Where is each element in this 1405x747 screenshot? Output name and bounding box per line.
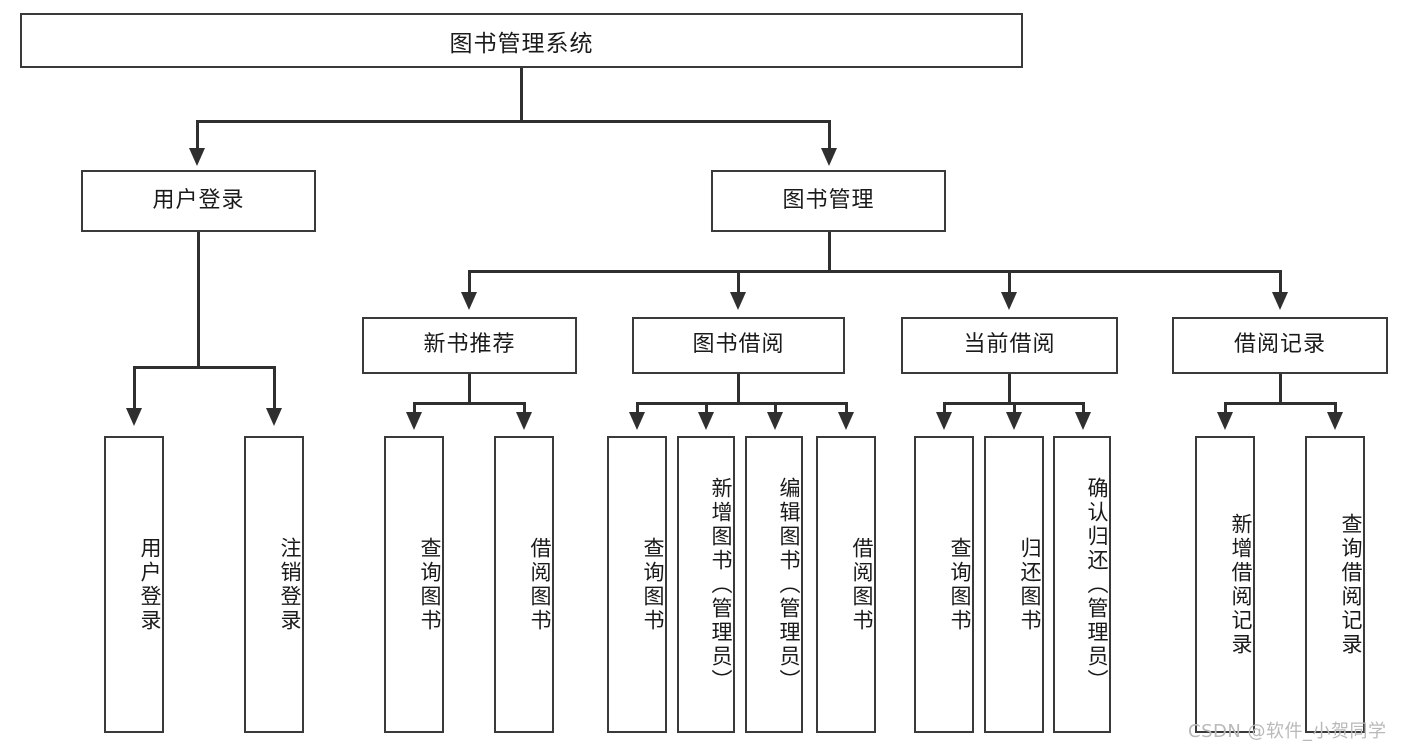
connector-drop-borrow-record	[1279, 270, 1282, 294]
connector-borrow-record-bus	[1225, 402, 1335, 405]
connector-drop-br-add	[1224, 402, 1227, 414]
node-leaf-cb-query-book[interactable]: 查询图书	[914, 436, 974, 733]
node-leaf-cb-return-book[interactable]: 归还图书	[984, 436, 1044, 733]
connector-drop-cb-query	[943, 402, 946, 414]
node-leaf-cb-return-book-label: 归还图书	[1018, 536, 1042, 633]
connector-root-bus	[197, 120, 831, 123]
node-leaf-logout-label: 注销登录	[278, 536, 302, 633]
node-leaf-bb-edit-book[interactable]: 编辑图书（管理员）	[745, 436, 803, 733]
node-leaf-bb-add-book-label: 新增图书（管理员）	[709, 476, 733, 693]
node-book-borrow[interactable]: 图书借阅	[632, 317, 845, 374]
node-leaf-cb-query-book-label: 查询图书	[948, 536, 972, 633]
connector-new-book-stem	[468, 374, 471, 402]
arrowhead-leaf-logout	[266, 408, 282, 426]
arrowhead-new-book	[461, 292, 477, 310]
connector-drop-cb-confirm	[1082, 402, 1085, 414]
arrowhead-user-login	[189, 148, 205, 166]
node-leaf-nb-borrow-book-label: 借阅图书	[528, 536, 552, 633]
arrowhead-bb-borrow	[838, 412, 854, 430]
arrowhead-book-borrow	[730, 292, 746, 310]
arrowhead-nb-borrow	[516, 412, 532, 430]
connector-drop-current-borrow	[1008, 270, 1011, 294]
arrowhead-cb-confirm	[1075, 412, 1091, 430]
arrowhead-cb-return	[1006, 412, 1022, 430]
connector-drop-leaf-logout	[273, 366, 276, 410]
node-leaf-bb-edit-book-label: 编辑图书（管理员）	[777, 476, 801, 693]
connector-drop-bb-add	[705, 402, 708, 414]
connector-book-borrow-bus	[637, 402, 847, 405]
node-leaf-bb-borrow-book[interactable]: 借阅图书	[816, 436, 876, 733]
node-leaf-logout[interactable]: 注销登录	[244, 436, 304, 733]
connector-drop-book-borrow	[737, 270, 740, 294]
arrowhead-cb-query	[936, 412, 952, 430]
connector-root-stem	[520, 68, 523, 120]
node-leaf-bb-add-book[interactable]: 新增图书（管理员）	[677, 436, 735, 733]
arrowhead-bb-edit	[767, 412, 783, 430]
connector-drop-leaf-user-login	[133, 366, 136, 410]
connector-drop-bb-borrow	[845, 402, 848, 414]
connector-drop-cb-return	[1013, 402, 1016, 414]
connector-user-login-bus	[134, 366, 276, 369]
connector-book-manage-bus	[469, 270, 1281, 273]
connector-drop-new-book	[468, 270, 471, 294]
node-root-system[interactable]: 图书管理系统	[20, 13, 1023, 68]
node-new-book-recommend[interactable]: 新书推荐	[362, 317, 577, 374]
node-leaf-bb-borrow-book-label: 借阅图书	[850, 536, 874, 633]
node-leaf-nb-borrow-book[interactable]: 借阅图书	[494, 436, 554, 733]
arrowhead-nb-query	[406, 412, 422, 430]
arrowhead-leaf-user-login	[126, 408, 142, 426]
node-leaf-bb-query-book[interactable]: 查询图书	[607, 436, 667, 733]
arrowhead-bb-query	[629, 412, 645, 430]
node-leaf-br-query-record-label: 查询借阅记录	[1339, 512, 1363, 657]
node-leaf-user-login-label: 用户登录	[138, 536, 162, 633]
arrowhead-br-query	[1327, 412, 1343, 430]
node-leaf-cb-confirm-return[interactable]: 确认归还（管理员）	[1053, 436, 1111, 733]
node-user-login[interactable]: 用户登录	[81, 170, 316, 232]
arrowhead-borrow-record	[1272, 292, 1288, 310]
node-leaf-nb-query-book[interactable]: 查询图书	[384, 436, 444, 733]
connector-book-manage-stem	[828, 232, 831, 270]
arrowhead-bb-add	[698, 412, 714, 430]
connector-user-login-stem	[197, 232, 200, 366]
connector-borrow-record-stem	[1279, 374, 1282, 402]
connector-drop-bb-query	[636, 402, 639, 414]
connector-drop-nb-borrow	[523, 402, 526, 414]
connector-drop-book-manage	[828, 120, 831, 150]
node-leaf-bb-query-book-label: 查询图书	[641, 536, 665, 633]
node-book-management[interactable]: 图书管理	[711, 170, 946, 232]
node-leaf-br-query-record[interactable]: 查询借阅记录	[1305, 436, 1365, 733]
arrowhead-book-manage	[821, 148, 837, 166]
connector-drop-bb-edit	[774, 402, 777, 414]
node-leaf-nb-query-book-label: 查询图书	[418, 536, 442, 633]
node-leaf-cb-confirm-return-label: 确认归还（管理员）	[1085, 476, 1109, 693]
node-leaf-br-add-record-label: 新增借阅记录	[1229, 512, 1253, 657]
watermark-text: CSDN @软件_小贺同学	[1188, 721, 1387, 742]
node-leaf-br-add-record[interactable]: 新增借阅记录	[1195, 436, 1255, 733]
connector-drop-nb-query	[413, 402, 416, 414]
node-borrow-record[interactable]: 借阅记录	[1172, 317, 1388, 374]
arrowhead-current-borrow	[1001, 292, 1017, 310]
connector-drop-br-query	[1334, 402, 1337, 414]
node-current-borrow[interactable]: 当前借阅	[901, 317, 1118, 374]
connector-current-borrow-stem	[1008, 374, 1011, 402]
node-leaf-user-login[interactable]: 用户登录	[104, 436, 164, 733]
connector-new-book-bus	[414, 402, 524, 405]
arrowhead-br-add	[1217, 412, 1233, 430]
connector-book-borrow-stem	[737, 374, 740, 402]
connector-drop-user-login	[196, 120, 199, 150]
